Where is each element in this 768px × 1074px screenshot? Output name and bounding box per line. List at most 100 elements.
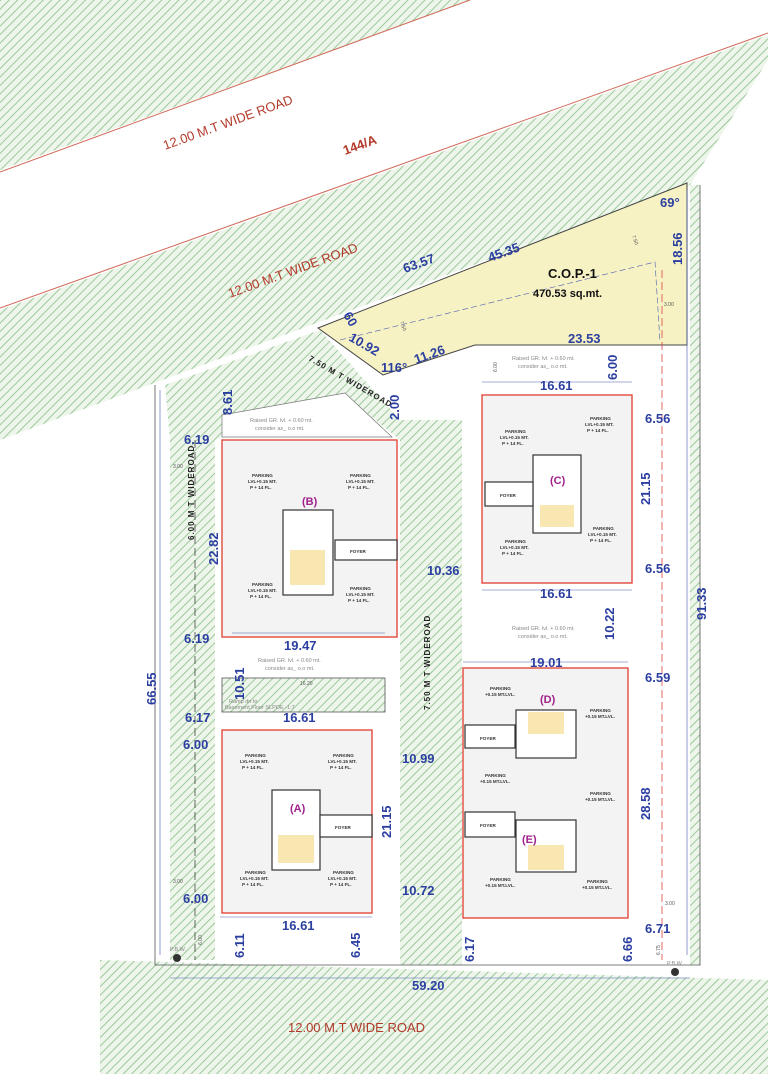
svg-text:6.11: 6.11 xyxy=(232,933,247,958)
svg-text:60: 60 xyxy=(340,309,360,329)
stair-c xyxy=(540,505,574,527)
svg-text:19.01: 19.01 xyxy=(530,655,563,670)
road-label: 7.50 M T WIDEROAD xyxy=(423,615,432,710)
ramp xyxy=(221,677,386,713)
svg-text:22.82: 22.82 xyxy=(206,532,221,565)
pbw-marker xyxy=(671,968,679,976)
svg-text:7.50: 7.50 xyxy=(398,321,407,332)
building-label-c: (C) xyxy=(550,475,566,487)
building-label-e: (E) xyxy=(522,834,537,846)
svg-text:consider as_ o.o mt.: consider as_ o.o mt. xyxy=(518,364,568,370)
svg-text:59.20: 59.20 xyxy=(412,978,445,993)
svg-text:10.99: 10.99 xyxy=(402,751,435,766)
svg-text:91.33: 91.33 xyxy=(694,587,709,620)
foyer-c xyxy=(484,481,534,507)
pbw-marker xyxy=(173,954,181,962)
foyer-label: FOYER xyxy=(480,823,497,828)
setback-line xyxy=(339,261,661,343)
cop-title: C.O.P.-1 xyxy=(548,266,597,281)
svg-text:6.00: 6.00 xyxy=(183,891,208,906)
svg-text:6.00: 6.00 xyxy=(493,362,499,372)
building-label-a: (A) xyxy=(290,803,306,815)
svg-text:PARKING+0.15 MT.LVL.: PARKING+0.15 MT.LVL. xyxy=(485,877,515,888)
svg-text:PARKING+0.15 MT.LVL.: PARKING+0.15 MT.LVL. xyxy=(485,686,515,697)
foyer-b xyxy=(334,539,398,561)
road-label: 6.00 M T WIDEROAD xyxy=(187,445,196,540)
stair-a xyxy=(278,835,314,863)
svg-text:3.00: 3.00 xyxy=(665,901,675,907)
svg-text:8.61: 8.61 xyxy=(220,390,235,415)
svg-text:Raised GR. lvl. + 0.60 mt.: Raised GR. lvl. + 0.60 mt. xyxy=(512,626,575,632)
svg-text:10.22: 10.22 xyxy=(602,607,617,640)
svg-text:10.72: 10.72 xyxy=(402,883,435,898)
svg-text:23.53: 23.53 xyxy=(568,331,601,346)
ramp-note: Ramp dn to xyxy=(229,699,257,705)
svg-text:6.56: 6.56 xyxy=(645,561,670,576)
svg-text:3.00: 3.00 xyxy=(664,302,674,308)
svg-text:consider as_ o.o mt.: consider as_ o.o mt. xyxy=(255,426,305,432)
left-internal-road xyxy=(170,395,215,960)
foyer-a xyxy=(319,814,373,838)
svg-text:21.15: 21.15 xyxy=(638,472,653,505)
road-edge xyxy=(0,0,471,173)
right-strip xyxy=(690,185,700,965)
pbw-label: P.B.W. xyxy=(170,947,187,953)
diag-internal-road xyxy=(165,330,400,440)
svg-text:10.36: 10.36 xyxy=(427,563,460,578)
svg-text:6.00: 6.00 xyxy=(183,737,208,752)
mid-internal-road xyxy=(400,420,462,965)
foyer-label: FOYER xyxy=(350,549,367,554)
svg-text:28.58: 28.58 xyxy=(638,787,653,820)
svg-text:6.19: 6.19 xyxy=(184,432,209,447)
setback-b xyxy=(221,392,393,438)
svg-text:18.56: 18.56 xyxy=(670,232,685,265)
site-boundary xyxy=(154,185,701,966)
svg-text:16.61: 16.61 xyxy=(540,586,573,601)
svg-text:16.61: 16.61 xyxy=(283,710,316,725)
svg-text:6.66: 6.66 xyxy=(620,937,635,962)
stair-d xyxy=(528,712,564,734)
svg-text:Raised GR. lvl. + 0.60 mt.: Raised GR. lvl. + 0.60 mt. xyxy=(258,658,321,664)
building-label-d: (D) xyxy=(540,694,556,706)
svg-text:3.00: 3.00 xyxy=(173,464,183,470)
svg-text:116°: 116° xyxy=(381,360,407,375)
ramp-note: Basement Floor SLPOE -1:7 xyxy=(225,705,295,711)
svg-text:Raised GR. lvl. + 0.60 mt.: Raised GR. lvl. + 0.60 mt. xyxy=(250,418,313,424)
cop-1-area xyxy=(316,182,688,376)
svg-text:21.15: 21.15 xyxy=(379,805,394,838)
svg-text:3.00: 3.00 xyxy=(173,879,183,885)
svg-text:6.75: 6.75 xyxy=(656,945,662,955)
svg-text:PARKING+0.15 MT.LVL.: PARKING+0.15 MT.LVL. xyxy=(582,879,612,890)
foyer-label: FOYER xyxy=(500,493,517,498)
svg-text:consider as_ o.o mt.: consider as_ o.o mt. xyxy=(265,666,315,672)
svg-text:6.71: 6.71 xyxy=(645,921,670,936)
road-edge xyxy=(0,32,768,309)
svg-text:6.59: 6.59 xyxy=(645,670,670,685)
top-road-2 xyxy=(0,35,768,440)
ramp-dim: 16.20 xyxy=(300,681,313,687)
bottom-road xyxy=(100,960,768,1074)
svg-text:PARKING+0.15 MT.LVL.: PARKING+0.15 MT.LVL. xyxy=(480,773,510,784)
cop-area: 470.53 sq.mt. xyxy=(533,288,602,300)
svg-text:6.19: 6.19 xyxy=(184,631,209,646)
pbw-label: P.B.W. xyxy=(667,961,684,967)
svg-text:6.17: 6.17 xyxy=(462,937,477,962)
svg-text:consider as_ o.o mt.: consider as_ o.o mt. xyxy=(518,634,568,640)
foyer-label: FOYER xyxy=(480,736,497,741)
svg-text:6.17: 6.17 xyxy=(185,710,210,725)
svg-text:10.51: 10.51 xyxy=(232,667,247,700)
svg-text:6.45: 6.45 xyxy=(348,933,363,958)
